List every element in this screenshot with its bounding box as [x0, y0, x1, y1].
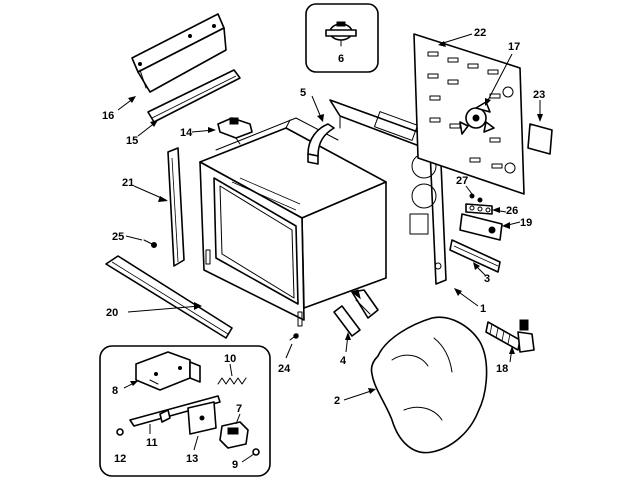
callout-8: 8: [112, 385, 118, 397]
callout-25: 25: [112, 231, 124, 243]
callout-9: 9: [232, 459, 238, 471]
callout-1: 1: [480, 303, 486, 315]
lever-part-11: [129, 395, 221, 427]
insulation-part-2: [370, 316, 488, 454]
callout-22: 22: [474, 27, 486, 39]
callout-13: 13: [186, 453, 198, 465]
screws-part-27: [469, 193, 483, 203]
fan-part-17: [459, 101, 495, 135]
sensor-part-14: [217, 117, 253, 145]
callout-11: 11: [146, 437, 158, 449]
top-panel-part-16: [131, 13, 227, 93]
callout-16: 16: [102, 110, 114, 122]
callout-18: 18: [496, 363, 508, 375]
callout-15: 15: [126, 135, 138, 147]
callout-24: 24: [278, 363, 291, 375]
callout-3: 3: [484, 273, 490, 285]
pin-part-12: [116, 428, 124, 436]
inset-box-part-6: 6: [305, 3, 379, 73]
bracket-part-3: [449, 239, 501, 273]
harness-part-18: [485, 319, 535, 353]
callout-5: 5: [300, 87, 306, 99]
bottom-trim-part-20: [105, 255, 233, 339]
bracket-part-8: [135, 351, 201, 391]
terminal-block-part-26: [465, 203, 493, 215]
oven-cavity: [199, 117, 387, 327]
callout-14: 14: [180, 127, 193, 139]
screw-part-9: [252, 448, 260, 456]
callout-6: 6: [338, 53, 344, 65]
callout-2: 2: [334, 395, 340, 407]
inset-box-lock-assembly: 8 10 11 12 13 7: [99, 345, 271, 477]
cover-plate-part-19: [459, 213, 503, 241]
trim-strip-part-15: [147, 69, 241, 123]
side-trim-part-21: [167, 147, 185, 267]
callout-27: 27: [456, 175, 468, 187]
callout-23: 23: [533, 89, 545, 101]
callout-20: 20: [106, 307, 118, 319]
screw-part-25: [143, 239, 157, 248]
callout-21: 21: [122, 177, 134, 189]
thermostat-part-6: [325, 21, 357, 47]
hinge-part-4: [333, 289, 379, 337]
switch-part-7: [219, 421, 249, 449]
plate-part-13: [187, 401, 217, 435]
spring-part-10: [217, 377, 247, 385]
callout-4: 4: [340, 355, 347, 367]
callout-26: 26: [506, 205, 518, 217]
callout-12: 12: [114, 453, 126, 465]
callout-10: 10: [224, 353, 236, 365]
callout-17: 17: [508, 41, 520, 53]
callout-19: 19: [520, 217, 532, 229]
plate-part-23: [527, 123, 553, 155]
callout-7: 7: [236, 403, 242, 415]
duct-part-5: [307, 123, 335, 165]
screw-part-24: [289, 333, 299, 341]
